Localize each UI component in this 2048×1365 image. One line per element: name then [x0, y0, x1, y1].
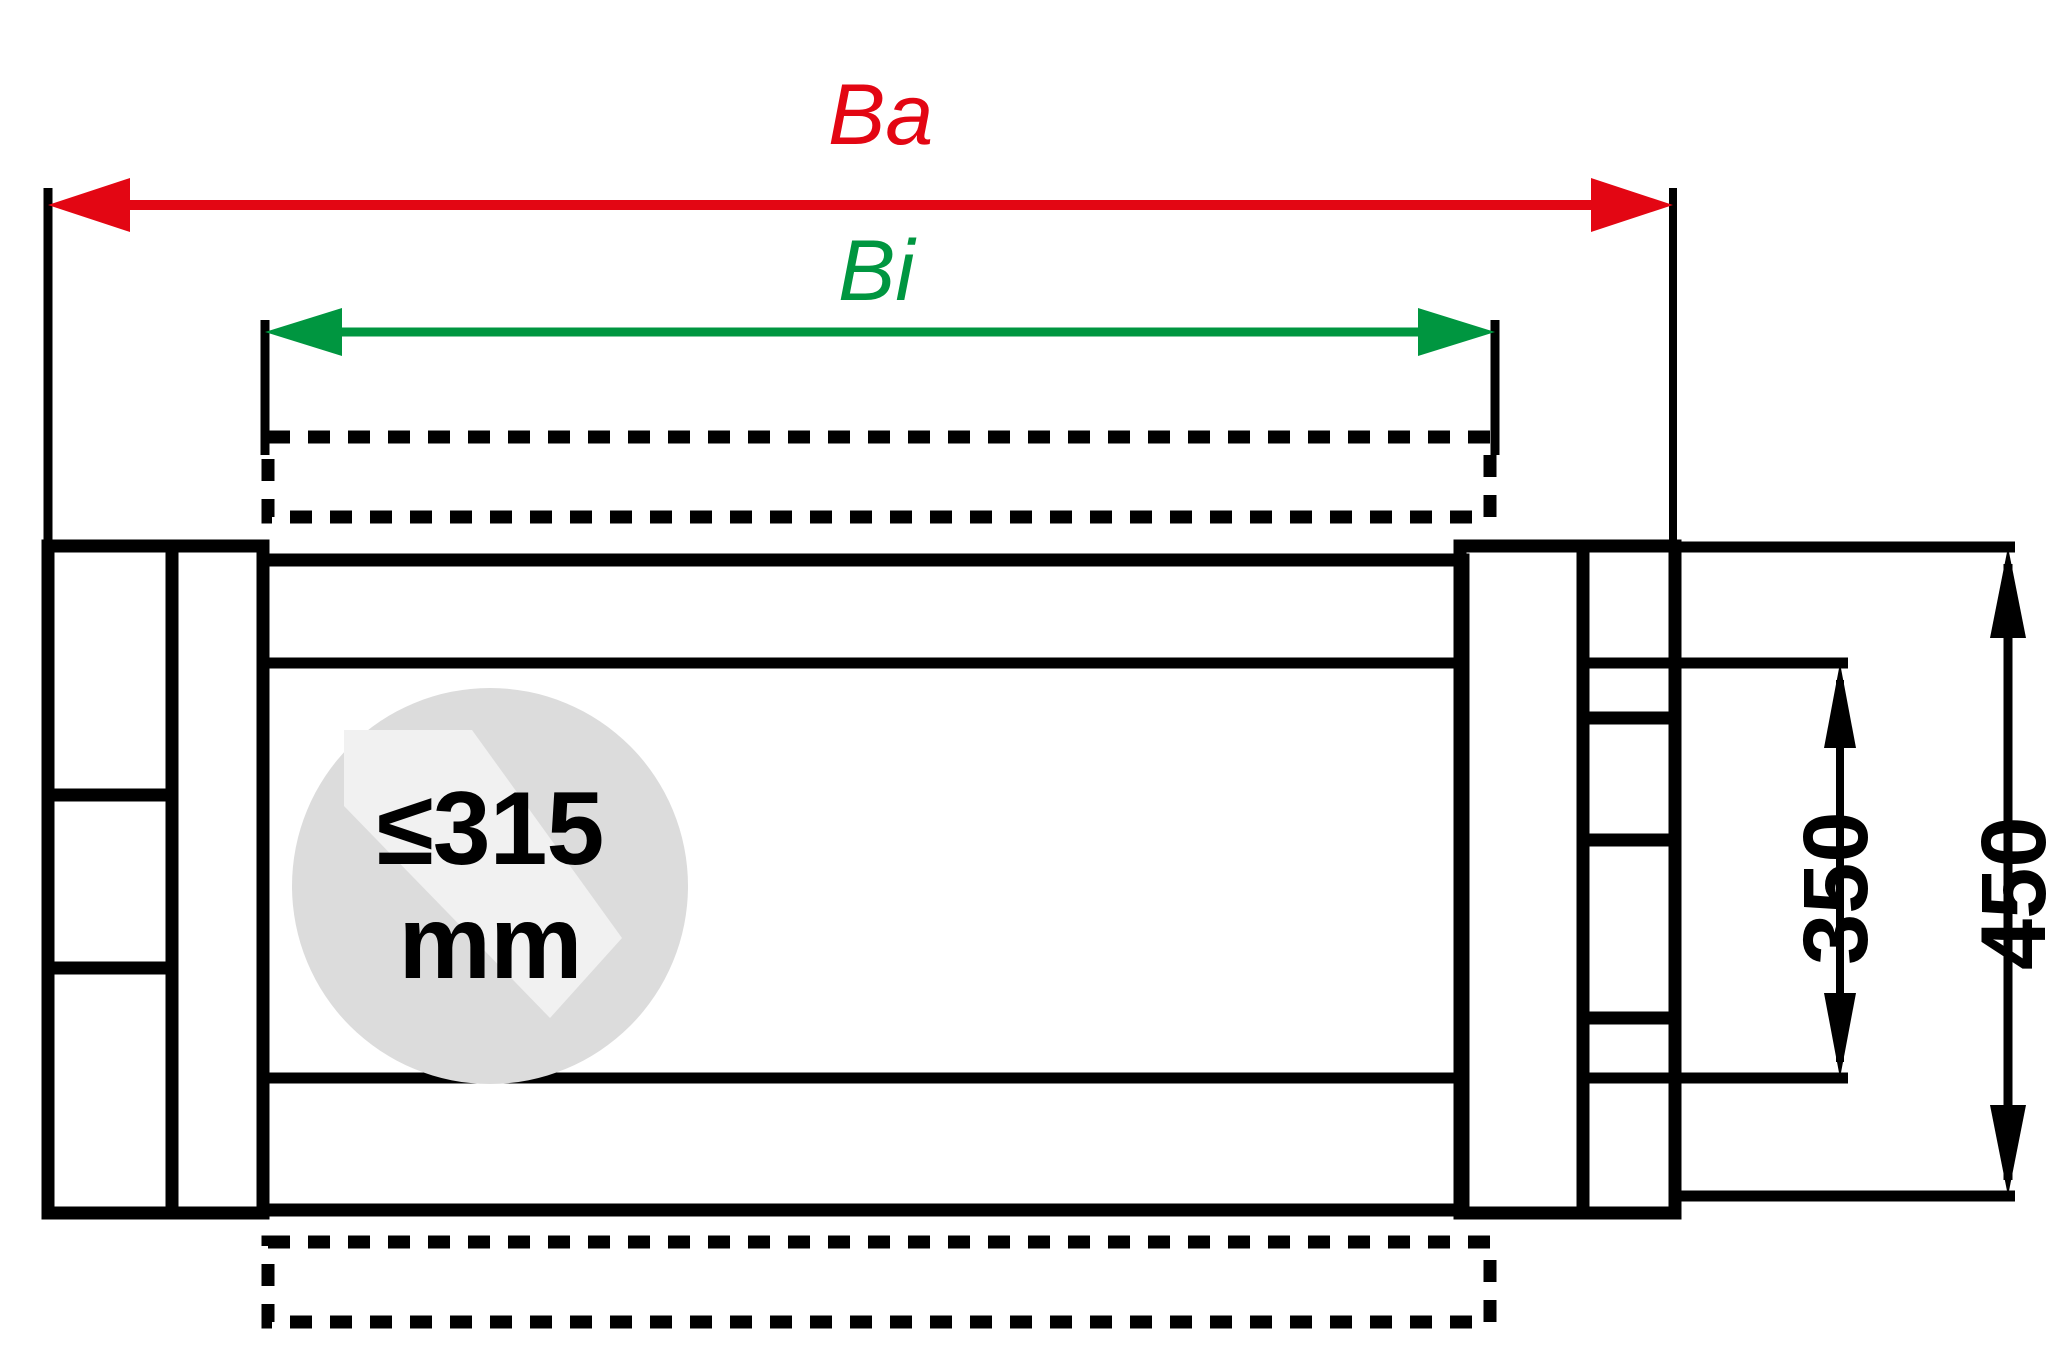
arrowhead-450-bottom [1990, 1105, 2026, 1196]
arrowhead-bi-left [265, 308, 342, 356]
arrowhead-450-top [1990, 547, 2026, 638]
dimension-arrow-ba [48, 178, 1673, 232]
right-flange-outer [1453, 539, 1682, 1220]
dimension-arrow-450 [1990, 547, 2026, 1196]
duct-body-assembly [41, 539, 1682, 1220]
dimension-label-ba: Ba [828, 67, 934, 163]
arrowhead-350-bottom [1824, 993, 1856, 1078]
dashed-rect-bottom [261, 1235, 1497, 1329]
dimension-label-350: 350 [1785, 811, 1887, 966]
arrowhead-bi-right [1418, 308, 1495, 356]
left-flange-outer [41, 539, 270, 1220]
vertical-extension-lines [1583, 541, 2015, 1202]
arrowhead-ba-left [48, 178, 130, 232]
dimension-arrow-350 [1824, 663, 1856, 1078]
arrowhead-350-top [1824, 663, 1856, 748]
dimension-arrow-bi [265, 308, 1495, 356]
arrowhead-ba-right [1591, 178, 1673, 232]
dimension-label-bi: Bi [838, 223, 915, 319]
dimension-label-450: 450 [1963, 816, 2048, 971]
dashed-rect-top [261, 430, 1497, 524]
